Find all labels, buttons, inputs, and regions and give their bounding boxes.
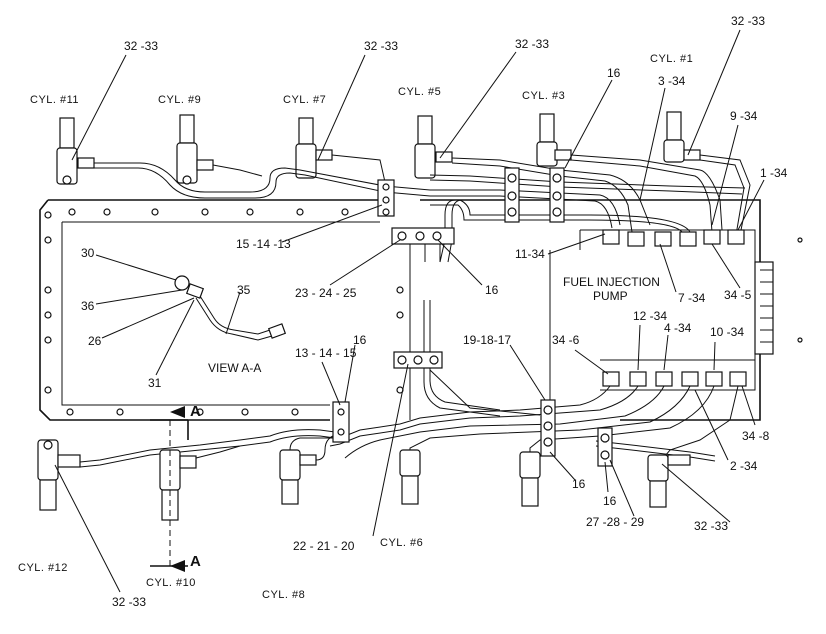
injector-cyl-4 <box>519 451 541 507</box>
injector-cyl-5 <box>414 115 453 179</box>
callout: 19-18-17 <box>463 333 511 347</box>
label-cyl-5: CYL. #5 <box>398 86 441 98</box>
section-a-bottom: A <box>190 553 201 570</box>
callout: 34 -5 <box>724 288 752 302</box>
callout: 32 -33 <box>124 39 158 53</box>
callout: 22 - 21 - 20 <box>293 539 355 553</box>
lower-injectors <box>37 439 691 521</box>
callout: 12 -34 <box>633 309 667 323</box>
upper-fuel-lines <box>94 154 751 263</box>
injection-pump <box>579 229 756 391</box>
callout: 30 <box>81 246 95 260</box>
callout: 11-34 <box>515 247 545 261</box>
cylinder-labels: CYL. #11 CYL. #9 CYL. #7 CYL. #5 CYL. #3… <box>18 53 693 601</box>
section-a-top: A <box>190 403 201 420</box>
lower-clamps <box>332 351 613 467</box>
callout: 34 -8 <box>742 429 770 443</box>
callout: 35 <box>237 283 251 297</box>
view-a-a-label: VIEW A-A <box>208 361 261 375</box>
callout: 32 -33 <box>694 519 728 533</box>
callout: 13 - 14 - 15 <box>295 346 357 360</box>
upper-injectors <box>56 111 701 185</box>
label-cyl-6: CYL. #6 <box>380 537 423 549</box>
callout: 32 -33 <box>112 595 146 609</box>
injector-cyl-7 <box>295 117 333 179</box>
callout: 16 <box>485 283 499 297</box>
callout: 32 -33 <box>515 37 549 51</box>
injector-cyl-10 <box>159 449 197 521</box>
view-a-a-detail <box>174 275 287 341</box>
label-cyl-12: CYL. #12 <box>18 562 68 574</box>
callout: 2 -34 <box>730 459 758 473</box>
upper-clamps <box>377 167 565 245</box>
callout: 16 <box>572 477 586 491</box>
callout: 23 - 24 - 25 <box>295 286 357 300</box>
injector-cyl-2 <box>647 454 691 508</box>
injector-cyl-9 <box>176 114 214 185</box>
injector-cyl-1 <box>663 111 701 163</box>
callout-labels: 32 -33 32 -33 32 -33 32 -33 32 -33 32 -3… <box>81 14 788 609</box>
callout: 9 -34 <box>730 109 758 123</box>
pump-label: FUEL INJECTION PUMP <box>563 275 660 303</box>
callout: 31 <box>148 376 162 390</box>
pump-lower-outlets <box>602 371 747 387</box>
label-cyl-7: CYL. #7 <box>283 94 326 106</box>
callout: 7 -34 <box>678 291 706 305</box>
injector-cyl-11 <box>56 117 95 185</box>
injector-cyl-3 <box>536 113 572 167</box>
label-cyl-1: CYL. #1 <box>650 53 693 65</box>
pump-label-line-1: FUEL INJECTION <box>563 275 660 289</box>
callout: 16 <box>607 66 621 80</box>
injector-cyl-8 <box>279 449 317 505</box>
section-markers <box>150 406 189 572</box>
pump-label-line-2: PUMP <box>593 289 628 303</box>
pump-upper-outlets <box>602 229 745 247</box>
callout: 15 -14 -13 <box>236 237 291 251</box>
engine-block-outline <box>39 199 803 421</box>
label-cyl-11: CYL. #11 <box>30 94 79 106</box>
leader-lines <box>54 29 765 593</box>
callout: 16 <box>603 494 617 508</box>
callout: 16 <box>353 333 367 347</box>
callout: 10 -34 <box>710 325 744 339</box>
label-cyl-9: CYL. #9 <box>158 94 201 106</box>
callout: 1 -34 <box>760 166 788 180</box>
callout: 3 -34 <box>658 74 686 88</box>
callout: 26 <box>88 334 102 348</box>
label-cyl-3: CYL. #3 <box>522 90 565 102</box>
callout: 27 -28 - 29 <box>586 515 644 529</box>
callout: 36 <box>81 299 95 313</box>
callout: 32 -33 <box>731 14 765 28</box>
callout: 32 -33 <box>364 39 398 53</box>
injector-cyl-12 <box>37 439 81 511</box>
callout: 4 -34 <box>664 321 692 335</box>
label-cyl-8: CYL. #8 <box>262 589 305 601</box>
label-cyl-10: CYL. #10 <box>146 577 196 589</box>
injector-cyl-6 <box>399 449 421 505</box>
callout: 34 -6 <box>552 333 580 347</box>
lower-fuel-lines <box>79 300 739 468</box>
